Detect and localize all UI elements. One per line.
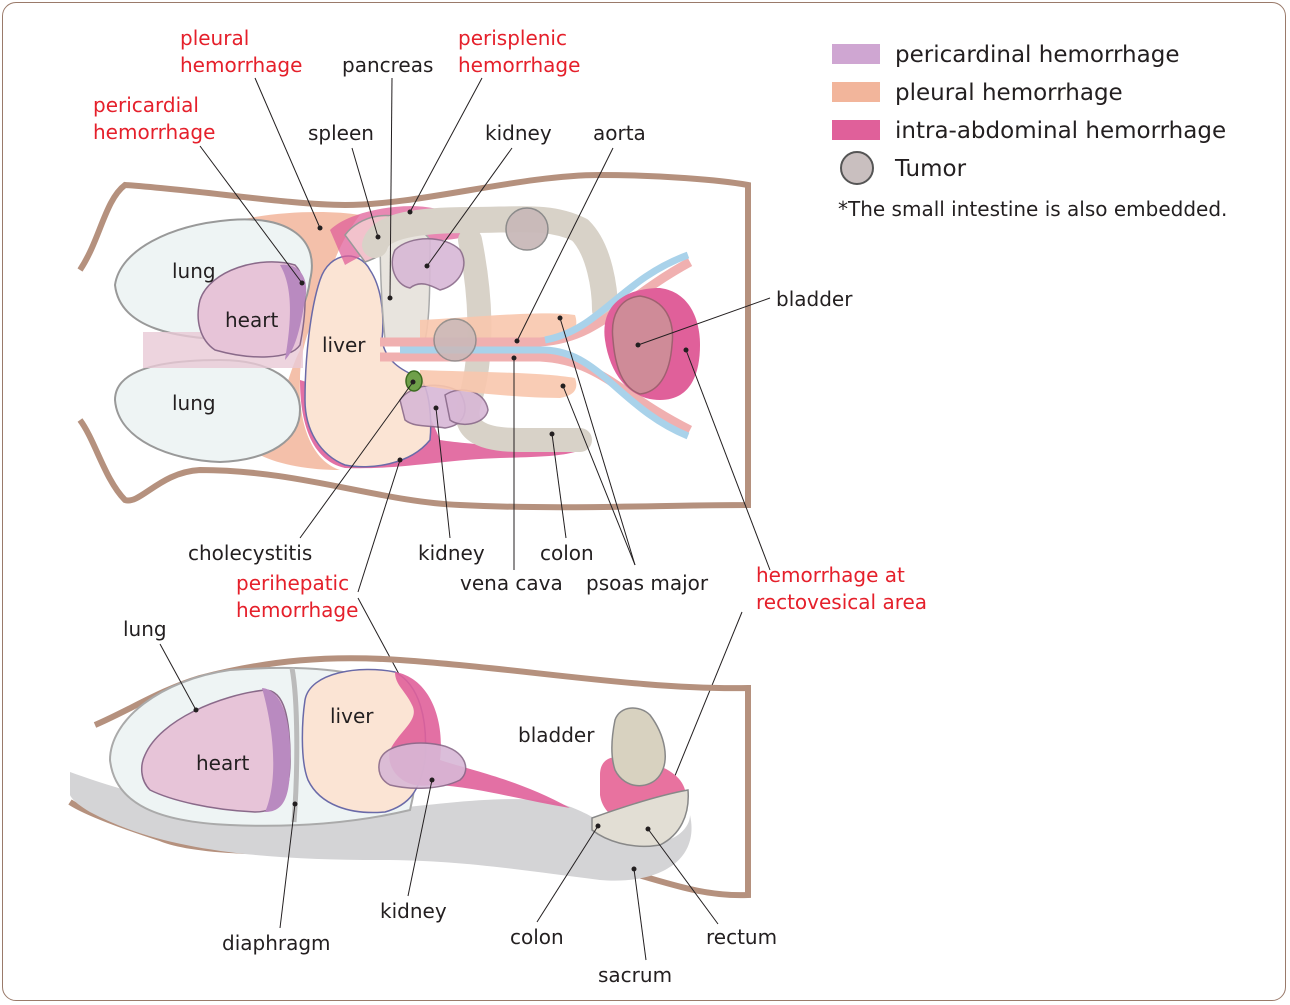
label-kidney-side: kidney — [380, 899, 447, 923]
label-perihepatic-hemorrhage-2: hemorrhage — [236, 598, 358, 622]
label-liver-side: liver — [330, 704, 374, 728]
label-liver-top: liver — [322, 333, 366, 357]
label-kidney-lower: kidney — [418, 541, 485, 565]
label-pericardial-hemorrhage-2: hemorrhage — [93, 120, 215, 144]
label-lung-upper: lung — [172, 259, 216, 283]
label-heart-side: heart — [196, 751, 249, 775]
legend-label-pleural: pleural hemorrhage — [895, 80, 1123, 106]
legend: pericardinal hemorrhage pleural hemorrha… — [832, 42, 1227, 221]
label-lung-lower: lung — [172, 391, 216, 415]
label-colon-top: colon — [540, 541, 594, 565]
kidney-shape-side — [379, 743, 466, 788]
legend-note: *The small intestine is also embedded. — [838, 197, 1227, 221]
label-diaphragm: diaphragm — [222, 931, 331, 955]
label-psoas-major: psoas major — [586, 571, 709, 595]
label-pleural-hemorrhage-2: hemorrhage — [180, 53, 302, 77]
label-aorta: aorta — [593, 121, 646, 145]
label-cholecystitis: cholecystitis — [188, 541, 312, 565]
label-perisplenic-hemorrhage-2: hemorrhage — [458, 53, 580, 77]
side-view: lung liver heart bladder kidney diaphrag… — [70, 617, 777, 987]
label-lung-side: lung — [123, 617, 167, 641]
label-kidney-upper: kidney — [485, 121, 552, 145]
label-spleen: spleen — [308, 121, 374, 145]
legend-tumor-icon — [841, 152, 873, 184]
legend-label-tumor: Tumor — [894, 156, 967, 182]
label-bladder-top: bladder — [776, 287, 853, 311]
legend-label-pericardinal: pericardinal hemorrhage — [895, 42, 1179, 68]
tumor-1-shape — [506, 208, 548, 250]
label-rectovesical-hemorrhage-2: rectovesical area — [756, 590, 927, 614]
label-vena-cava: vena cava — [460, 571, 563, 595]
label-rectum: rectum — [706, 925, 777, 949]
label-bladder-side: bladder — [518, 723, 595, 747]
label-perisplenic-hemorrhage-1: perisplenic — [458, 26, 567, 50]
bladder-shape-side — [612, 708, 665, 786]
label-sacrum: sacrum — [598, 963, 672, 987]
legend-label-intra-abdominal: intra-abdominal hemorrhage — [895, 118, 1226, 144]
tumor-2-shape — [434, 319, 476, 361]
legend-swatch-pericardinal — [832, 44, 880, 64]
label-colon-side: colon — [510, 925, 564, 949]
legend-swatch-pleural — [832, 82, 880, 102]
label-heart-top: heart — [225, 308, 278, 332]
legend-swatch-intra-abdominal — [832, 120, 880, 140]
label-pleural-hemorrhage-1: pleural — [180, 26, 249, 50]
label-pancreas: pancreas — [342, 53, 433, 77]
label-rectovesical-hemorrhage-1: hemorrhage at — [756, 563, 905, 587]
label-pericardial-hemorrhage-1: pericardial — [93, 93, 199, 117]
label-perihepatic-hemorrhage-1: perihepatic — [236, 571, 349, 595]
